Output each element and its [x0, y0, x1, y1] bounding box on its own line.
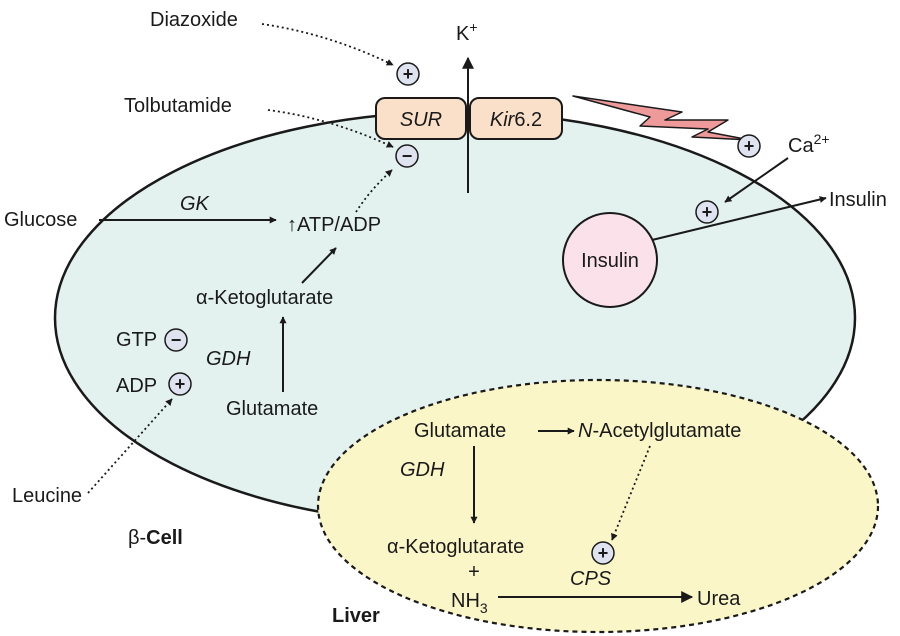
glutamate-cell-label: Glutamate [226, 398, 318, 420]
ketoglutarate-to-atp-arrow [301, 247, 337, 284]
diazoxide-arrow [261, 23, 394, 66]
svg-text:+: + [403, 64, 414, 84]
sur-label: SUR [400, 109, 442, 131]
svg-text:+: + [744, 136, 755, 156]
calcium-influx-arrow [724, 157, 789, 203]
svg-text:+: + [702, 202, 713, 222]
svg-text:−: − [402, 146, 413, 166]
urea-label: Urea [697, 588, 741, 610]
kir62-subunit [469, 97, 563, 140]
ammonia-label: NH3 [451, 590, 488, 616]
diazoxide-plus-badge: + [396, 62, 420, 86]
n-acetylglutamate-label: N-Acetylglutamate [578, 420, 741, 442]
calcium-plus-badge: + [737, 134, 761, 158]
gtp-label: GTP [116, 329, 157, 351]
svg-text:−: − [171, 330, 182, 350]
adp-plus-badge: + [168, 372, 192, 396]
nag-to-cps-arrow [611, 445, 651, 541]
calcium-ion-label: Ca2+ [788, 131, 830, 157]
svg-text:+: + [175, 374, 186, 394]
svg-text:+: + [598, 543, 609, 563]
tolbutamide-minus-badge: − [395, 144, 419, 168]
liver-region [316, 378, 880, 634]
plus-sign-label: + [468, 561, 480, 583]
gk-enzyme-label: GK [180, 193, 211, 215]
k-ion-label: K+ [456, 19, 478, 45]
diazoxide-label: Diazoxide [150, 9, 238, 31]
gtp-minus-badge: − [164, 328, 188, 352]
kir62-label: Kir6.2 [490, 109, 542, 131]
glucose-label: Glucose [4, 209, 77, 231]
insulin-granule-label: Insulin [581, 250, 639, 272]
liver-label: Liver [332, 605, 380, 627]
adp-label: ADP [116, 375, 157, 397]
tolbutamide-label: Tolbutamide [124, 95, 232, 117]
leucine-label: Leucine [12, 485, 82, 507]
glutamate-liver-label: Glutamate [414, 420, 506, 442]
sur-subunit [375, 97, 467, 140]
alpha-ketoglutarate-liver-label: α-Ketoglutarate [387, 536, 524, 558]
tolbutamide-arrow [267, 109, 394, 148]
exocytosis-plus-badge: + [695, 200, 719, 224]
insulin-release-arrow [651, 196, 827, 241]
gdh-cell-label: GDH [206, 348, 251, 370]
insulin-granule [562, 212, 658, 308]
atp-to-channel-arrow [355, 169, 393, 213]
cps-enzyme-label: CPS [570, 568, 612, 590]
alpha-ketoglutarate-cell-label: α-Ketoglutarate [196, 287, 333, 309]
gdh-liver-label: GDH [400, 459, 445, 481]
beta-cell-label: β-Cell [128, 527, 183, 549]
leucine-to-adp-arrow [87, 398, 173, 494]
atp-adp-ratio-label: ↑ATP/ADP [287, 214, 381, 236]
cps-plus-badge: + [591, 541, 615, 565]
insulin-released-label: Insulin [829, 189, 887, 211]
